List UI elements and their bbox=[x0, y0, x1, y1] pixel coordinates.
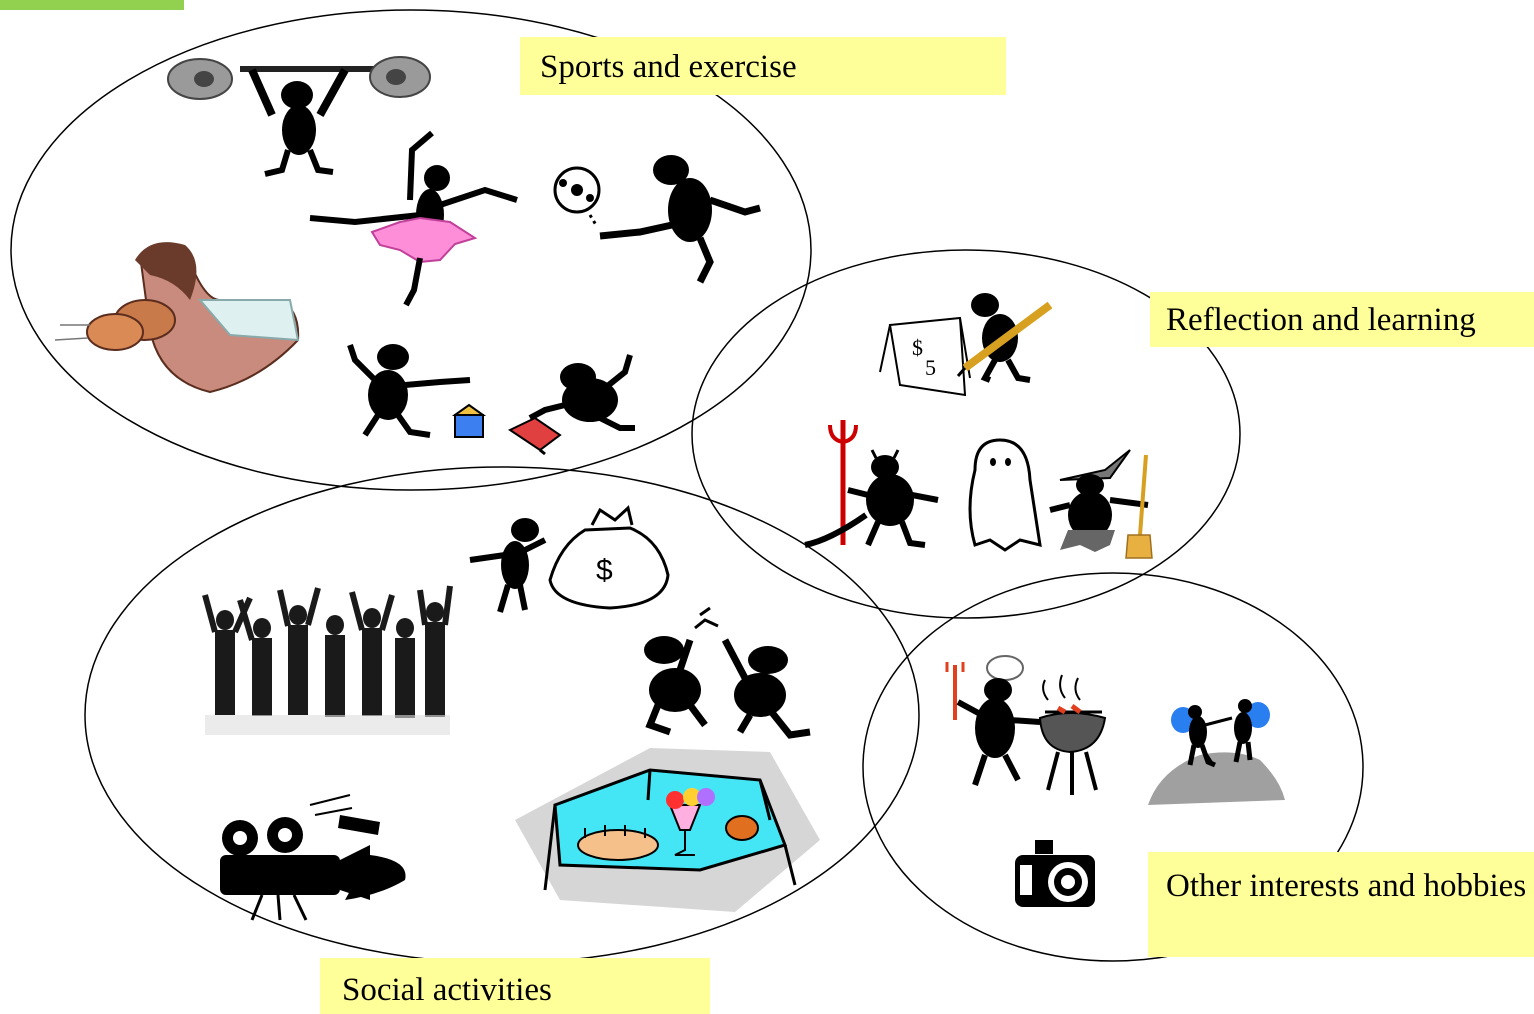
movie-camera-icon bbox=[220, 794, 406, 921]
boxer-icon bbox=[54, 242, 300, 394]
svg-text:5: 5 bbox=[925, 355, 936, 380]
label-other-interests-and-hobbies: Other interests and hobbies bbox=[1148, 852, 1534, 957]
ghost-costume-icon bbox=[968, 438, 1042, 552]
label-reflection-and-learning: Reflection and learning bbox=[1150, 292, 1534, 347]
dancing-crowd-icon bbox=[202, 585, 453, 735]
label-sports-and-exercise: Sports and exercise bbox=[520, 37, 1006, 95]
devil-costume-icon bbox=[804, 420, 939, 548]
writer-easel-icon: $ 5 bbox=[879, 293, 1053, 397]
accent-bar bbox=[0, 0, 184, 10]
high-five-icon bbox=[644, 606, 811, 739]
circle-reflection bbox=[691, 249, 1241, 619]
soccer-player-icon bbox=[553, 155, 761, 284]
hikers-icon bbox=[1148, 699, 1285, 805]
circle-other bbox=[862, 572, 1364, 962]
photo-camera-icon bbox=[1015, 840, 1095, 907]
svg-text:$: $ bbox=[596, 554, 613, 587]
dreidel-players-icon bbox=[347, 344, 635, 456]
ballerina-icon bbox=[309, 130, 518, 307]
label-social-activities: Social activities bbox=[320, 958, 710, 1014]
dessert-table-icon bbox=[515, 748, 820, 912]
weightlifter-icon bbox=[167, 56, 431, 177]
barbecue-chef-icon bbox=[945, 655, 1107, 795]
witch-costume-icon bbox=[1049, 449, 1153, 559]
money-bag-icon: $ bbox=[469, 505, 670, 613]
circle-sports bbox=[10, 9, 812, 491]
svg-text:$: $ bbox=[912, 335, 923, 360]
